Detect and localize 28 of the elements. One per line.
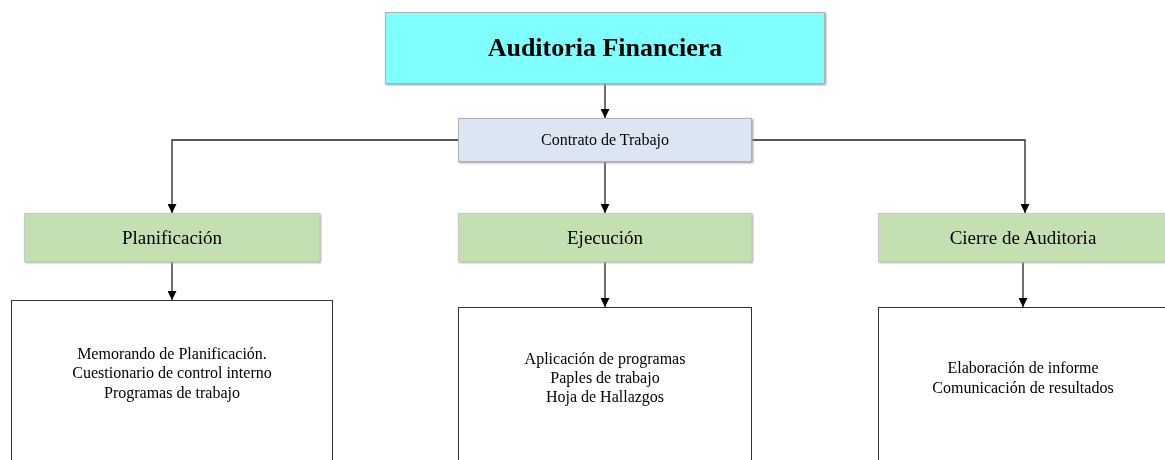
node-text: Programas de trabajo bbox=[104, 382, 240, 402]
phase-box bbox=[24, 213, 320, 262]
phase-box bbox=[458, 213, 752, 262]
node-text: Paples de trabajo bbox=[550, 368, 660, 388]
content-box bbox=[878, 307, 1165, 460]
content-box bbox=[458, 307, 752, 460]
node-text: Cuestionario de control interno bbox=[72, 363, 272, 383]
connector-arrow bbox=[167, 261, 177, 301]
node-text: Elaboración de informe bbox=[947, 358, 1099, 378]
title-box bbox=[385, 12, 825, 84]
phase-box bbox=[878, 213, 1165, 262]
process-box bbox=[458, 118, 752, 162]
node-text: Aplicación de programas bbox=[524, 348, 686, 368]
connector-arrow bbox=[600, 261, 610, 308]
node-text: Cierre de Auditoria bbox=[949, 226, 1097, 249]
node-text: Auditoria Financiera bbox=[487, 33, 723, 63]
connector-arrow bbox=[600, 161, 610, 214]
connector-arrow bbox=[1018, 261, 1028, 308]
node-text: Contrato de Trabajo bbox=[541, 131, 669, 149]
connector-arrow bbox=[751, 139, 1030, 214]
node-text: Ejecución bbox=[567, 226, 643, 249]
node-text: Memorando de Planificación. bbox=[77, 344, 267, 364]
connector-arrow bbox=[600, 83, 610, 119]
connector-arrow bbox=[167, 139, 459, 214]
content-box bbox=[11, 300, 333, 460]
node-text: Hoja de Hallazgos bbox=[545, 387, 665, 407]
node-text: Planificación bbox=[121, 226, 223, 249]
node-text: Comunicación de resultados bbox=[932, 377, 1114, 397]
